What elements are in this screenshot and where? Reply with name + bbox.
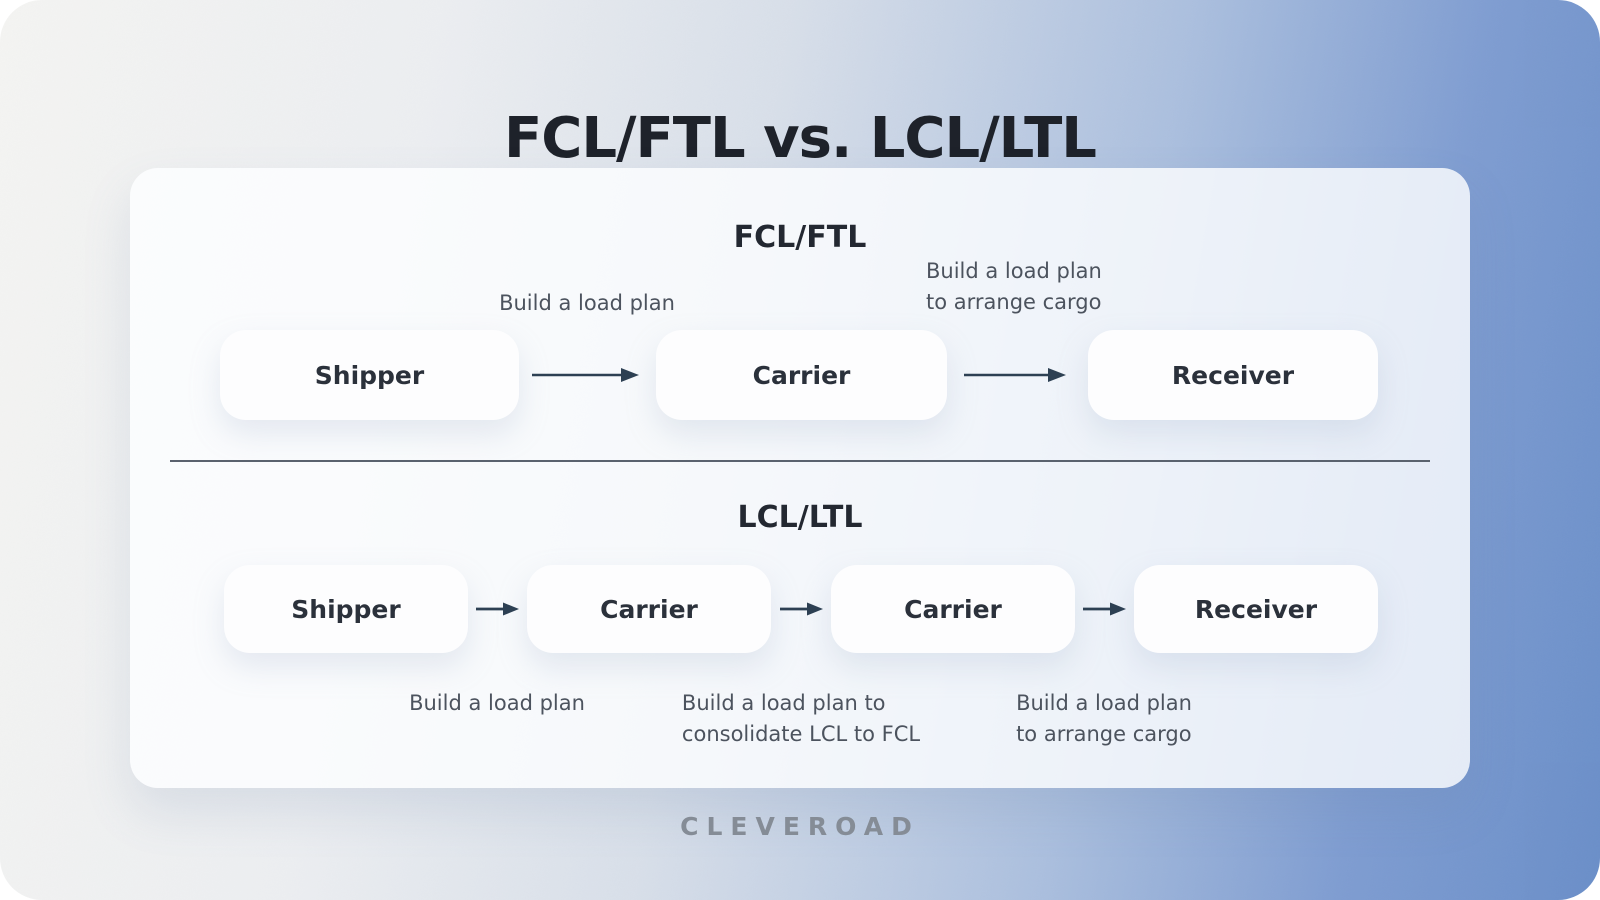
annotation-line: to arrange cargo — [926, 290, 1102, 314]
node-carrier: Carrier — [656, 330, 947, 420]
annotation-shipper-carrier: Build a load plan — [499, 288, 675, 319]
arrow-right-icon — [532, 368, 639, 382]
arrow-right-icon — [476, 602, 519, 616]
annotation-line: Build a load plan — [1016, 691, 1192, 715]
node-shipper: Shipper — [224, 565, 468, 653]
annotation-line: to arrange cargo — [1016, 722, 1192, 746]
annotation-carrier-receiver: Build a load plan to arrange cargo — [1016, 688, 1192, 750]
node-carrier: Carrier — [527, 565, 771, 653]
node-label: Receiver — [1171, 360, 1295, 390]
section-divider — [170, 460, 1430, 462]
arrow-right-icon — [964, 368, 1066, 382]
section-heading-fcl-ftl: FCL/FTL — [733, 220, 867, 255]
node-label: Carrier — [904, 594, 1002, 624]
node-label: Shipper — [291, 594, 401, 624]
annotation-line: Build a load plan — [409, 691, 585, 715]
annotation-shipper-carrier: Build a load plan — [409, 688, 585, 719]
node-label: Carrier — [752, 360, 851, 390]
node-receiver: Receiver — [1088, 330, 1378, 420]
node-label: Receiver — [1194, 594, 1318, 624]
node-label: Shipper — [314, 360, 425, 390]
node-label: Carrier — [600, 594, 698, 624]
node-shipper: Shipper — [220, 330, 519, 420]
cleveroad-logo: CLEVEROAD — [680, 812, 920, 841]
annotation-line: Build a load plan — [926, 259, 1102, 283]
annotation-line: consolidate LCL to FCL — [681, 722, 921, 746]
arrow-right-icon — [1083, 602, 1126, 616]
annotation-carrier-carrier: Build a load plan to consolidate LCL to … — [682, 688, 920, 750]
comparison-card: FCL/FTL Build a load plan Build a load p… — [130, 168, 1470, 788]
annotation-carrier-receiver: Build a load plan to arrange cargo — [926, 256, 1102, 318]
node-carrier: Carrier — [831, 565, 1075, 653]
node-receiver: Receiver — [1134, 565, 1378, 653]
section-heading-lcl-ltl: LCL/LTL — [737, 500, 863, 535]
page-title: FCL/FTL vs. LCL/LTL — [504, 105, 1097, 171]
annotation-line: Build a load plan to — [681, 691, 886, 715]
annotation-line: Build a load plan — [499, 291, 675, 315]
arrow-right-icon — [780, 602, 823, 616]
